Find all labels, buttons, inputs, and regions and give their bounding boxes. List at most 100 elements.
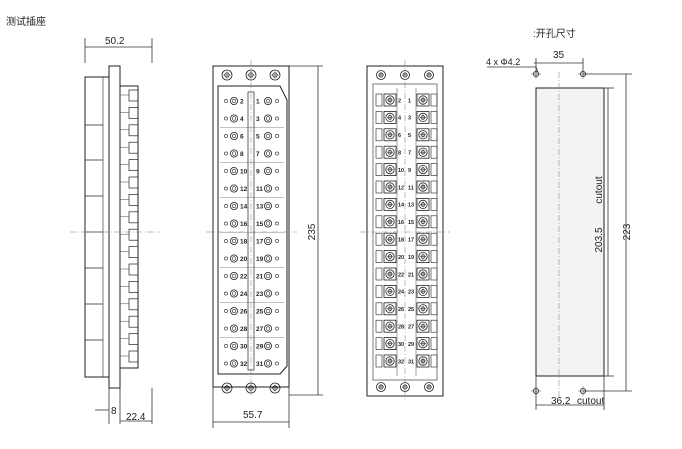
rear-clip-left <box>375 337 383 350</box>
rear-terminal-screw-right <box>418 112 428 123</box>
rear-pin-label-left: 20 <box>398 255 404 261</box>
rear-clip-right <box>430 180 438 194</box>
front-socket-left-core <box>231 291 237 296</box>
rear-clip-left <box>375 302 383 316</box>
rear-pin-label-left: 6 <box>398 133 401 139</box>
front-socket-right-core <box>265 186 271 191</box>
rear-terminal-left <box>383 197 397 211</box>
cutout-title: :开孔尺寸 <box>533 27 576 40</box>
rear-clip-left <box>375 319 383 333</box>
side-bottom-right-label: 22.4 <box>126 412 146 423</box>
front-pin-label-left: 14 <box>240 204 248 211</box>
rear-clip-right <box>430 250 438 263</box>
rear-pin-label-right: 3 <box>408 116 411 122</box>
rear-terminal-left <box>383 354 397 368</box>
front-pin-label-left: 6 <box>240 134 244 141</box>
front-pin-hole-right <box>275 239 279 243</box>
rear-clip-left <box>375 354 383 368</box>
rear-pin-label-left: 24 <box>398 290 405 296</box>
front-pin-hole-left <box>224 186 228 191</box>
rear-clip-left <box>375 267 383 281</box>
front-pin-label-right: 15 <box>256 221 264 228</box>
rear-clip-right <box>430 163 438 176</box>
side-terminal <box>128 194 139 206</box>
rear-clip-left <box>375 128 383 142</box>
rear-terminal-screw-left <box>385 304 395 314</box>
rear-clip-right <box>430 319 438 333</box>
rear-terminal-left <box>383 128 397 142</box>
front-pin-label-left: 2 <box>240 99 244 106</box>
front-pin-hole-left <box>224 291 228 296</box>
front-socket-left-core <box>231 133 237 139</box>
rear-terminal-left <box>383 215 397 229</box>
front-socket-left <box>229 201 238 210</box>
front-socket-right <box>263 359 272 368</box>
rear-pin-label-right: 5 <box>408 133 411 139</box>
rear-pin-label-right: 1 <box>408 98 411 104</box>
rear-terminal-screw-right <box>418 321 428 331</box>
side-body <box>84 76 110 378</box>
rear-terminal-left <box>383 319 397 333</box>
rear-terminal-left <box>383 337 397 351</box>
rear-terminal-left <box>383 267 397 281</box>
front-socket-right-core <box>265 256 271 261</box>
rear-pin-label-left: 32 <box>398 359 404 365</box>
rear-terminal-screw-right <box>418 356 428 366</box>
side-terminal <box>128 246 139 258</box>
front-pin-label-right: 13 <box>256 204 264 211</box>
side-terminal <box>128 350 139 363</box>
front-socket-right-core <box>265 361 271 366</box>
rear-terminal-screw-left <box>385 130 395 140</box>
front-socket-left-core <box>231 98 237 104</box>
rear-terminal-left <box>383 145 397 159</box>
front-pin-label-left: 32 <box>240 361 248 368</box>
front-socket-left-core <box>231 151 237 156</box>
side-flange <box>108 65 121 389</box>
cutout-outer-height-label: 223 <box>622 223 633 240</box>
front-width-label: 55.7 <box>243 410 263 421</box>
front-pin-hole-right <box>275 134 279 138</box>
front-pin-hole-right <box>275 326 279 331</box>
rear-clip-right <box>430 111 438 124</box>
front-socket-left-core <box>231 238 237 244</box>
front-pin-hole-right <box>275 204 279 208</box>
front-socket-left-core <box>231 168 237 174</box>
rear-clip-left <box>375 250 383 263</box>
front-pin-label-right: 5 <box>256 134 260 141</box>
front-socket-right-core <box>265 291 271 296</box>
rear-terminal-right <box>416 128 430 142</box>
front-socket-left <box>229 166 238 175</box>
front-socket-left-core <box>231 326 237 331</box>
rear-pin-label-left: 30 <box>398 342 404 348</box>
front-pin-hole-left <box>224 309 228 313</box>
rear-terminal-screw-right <box>418 269 428 279</box>
front-pin-hole-left <box>224 361 228 366</box>
front-pin-label-left: 30 <box>240 344 248 351</box>
rear-terminal-screw-left <box>385 182 395 192</box>
side-terminal <box>128 333 139 345</box>
rear-screw-bottom-left <box>376 382 386 392</box>
rear-terminal-left <box>383 163 397 177</box>
rear-clip-right <box>430 93 438 107</box>
rear-terminal-screw-left <box>385 321 395 331</box>
front-socket-left <box>229 131 238 140</box>
front-socket-right-core <box>265 116 271 121</box>
rear-terminal-screw-left <box>385 356 395 366</box>
rear-terminal-right <box>416 145 430 159</box>
rear-terminal-right <box>416 215 430 229</box>
rear-clip-left <box>375 198 383 211</box>
front-socket-left-core <box>231 343 237 349</box>
rear-clip-right <box>430 267 438 281</box>
side-width-label: 50.2 <box>105 36 125 47</box>
front-pin-hole-left <box>224 256 228 261</box>
front-socket-right-core <box>265 308 271 314</box>
front-socket-left <box>229 184 238 193</box>
rear-pin-label-left: 8 <box>398 151 401 157</box>
front-socket-right-core <box>265 273 271 279</box>
rear-terminal-left <box>383 93 397 107</box>
front-socket-right <box>263 341 272 350</box>
rear-clip-right <box>430 128 438 142</box>
front-pin-label-right: 27 <box>256 326 264 333</box>
front-pin-hole-left <box>224 344 228 348</box>
